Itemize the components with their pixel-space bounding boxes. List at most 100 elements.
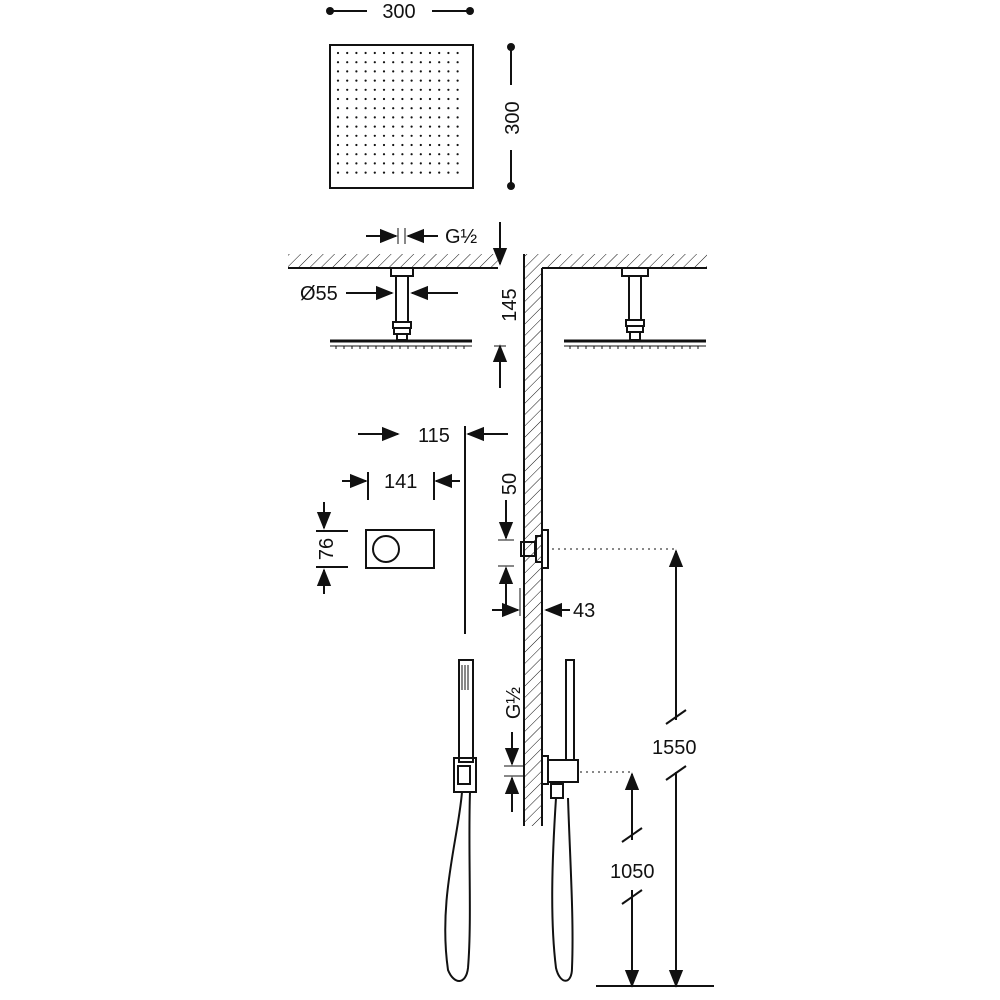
outlet-height-label: 1050: [610, 861, 655, 883]
nozzle-dot: [456, 79, 459, 82]
nozzle-dot: [438, 162, 441, 165]
nozzle-dot: [401, 125, 404, 128]
nozzle-dot: [438, 134, 441, 137]
nozzle-dot: [401, 79, 404, 82]
plate-width-dimension: 141: [342, 471, 460, 500]
nozzle-dot: [382, 125, 386, 128]
control-height-label: 1550: [652, 737, 697, 759]
outlet-thread-label: G½: [503, 687, 525, 720]
nozzle-dot: [401, 134, 404, 137]
nozzle-dot: [392, 51, 395, 55]
nozzle-dot: [364, 125, 367, 128]
nozzle-dot: [401, 162, 404, 165]
nozzle-dot: [447, 143, 450, 147]
nozzle-dot: [392, 143, 395, 147]
nozzle-dot: [438, 88, 441, 91]
nozzle-dot: [428, 143, 432, 147]
nozzle-dot: [428, 97, 432, 101]
plate-height-dimension: 76: [316, 502, 348, 594]
nozzle-dot: [336, 134, 340, 137]
head-edge-nozzles-left: [335, 346, 465, 349]
nozzle-dot: [447, 88, 450, 91]
nozzle-dot: [438, 79, 441, 82]
nozzle-dot: [373, 171, 376, 174]
ceiling-wall: [288, 254, 707, 826]
nozzle-dot: [456, 143, 459, 147]
nozzle-dot: [373, 61, 376, 64]
nozzle-dot: [447, 153, 450, 156]
control-height-dimension: 1550: [652, 549, 697, 988]
nozzle-dot: [364, 116, 367, 119]
nozzle-dot: [447, 107, 450, 110]
ceiling-arm-right: [564, 267, 706, 349]
nozzle-dot: [419, 162, 422, 165]
nozzle-dot: [428, 51, 432, 55]
nozzle-dot: [428, 171, 432, 174]
nozzle-dot: [456, 51, 459, 55]
nozzle-dot: [336, 171, 340, 174]
nozzle-dot: [364, 107, 367, 110]
outlet-thread-dimension: G½: [503, 687, 525, 812]
control-plate-front: [365, 529, 435, 569]
nozzle-dot: [373, 97, 376, 101]
nozzle-dot: [382, 162, 386, 165]
nozzle-dot: [419, 143, 422, 147]
nozzle-dot: [355, 153, 358, 156]
plate-depth-dimension: 43: [492, 588, 595, 622]
nozzle-dot: [410, 70, 413, 73]
outlet-height-dimension: 1050: [610, 772, 655, 988]
nozzle-dot: [346, 134, 349, 137]
nozzle-dot: [336, 88, 340, 91]
nozzle-dot: [419, 61, 422, 64]
nozzle-dot: [336, 162, 340, 165]
nozzle-dot: [382, 116, 386, 119]
nozzle-dot: [401, 107, 404, 110]
hand-shower-side: [541, 659, 579, 982]
plate-width-label: 141: [384, 471, 417, 493]
nozzle-dot: [419, 51, 422, 55]
nozzle-dot: [346, 97, 349, 101]
nozzle-dot: [447, 116, 450, 119]
nozzle-dot: [373, 70, 376, 73]
nozzle-dot: [456, 116, 459, 119]
nozzle-dot: [382, 134, 386, 137]
nozzle-dot: [428, 162, 432, 165]
nozzle-dot: [382, 51, 386, 55]
nozzle-dot: [447, 171, 450, 174]
nozzle-dot: [401, 97, 404, 101]
nozzle-dot: [438, 61, 441, 64]
nozzle-dot: [447, 61, 450, 64]
head-width-dimension: 300: [326, 1, 474, 23]
nozzle-dot: [355, 116, 358, 119]
nozzle-dot: [392, 134, 395, 137]
ceiling-arm-left: [330, 267, 472, 349]
nozzle-dot: [419, 70, 422, 73]
nozzle-dot: [364, 88, 367, 91]
nozzle-dot: [392, 171, 395, 174]
nozzle-dot: [336, 125, 340, 128]
nozzle-dot: [364, 143, 367, 147]
nozzle-dot: [346, 153, 349, 156]
nozzle-dot: [456, 61, 459, 64]
nozzle-dot: [447, 162, 450, 165]
nozzle-dot: [392, 70, 395, 73]
nozzle-dot: [438, 107, 441, 110]
nozzle-dot: [382, 171, 386, 174]
nozzle-dot: [428, 70, 432, 73]
nozzle-dot: [346, 79, 349, 82]
nozzle-dot: [410, 79, 413, 82]
nozzle-dot: [410, 134, 413, 137]
nozzle-dot: [382, 97, 386, 101]
nozzle-dot: [447, 79, 450, 82]
nozzle-dot: [355, 162, 358, 165]
nozzle-dot: [410, 51, 413, 55]
nozzle-dot: [401, 70, 404, 73]
nozzle-dot: [401, 116, 404, 119]
head-edge-nozzles-right: [569, 346, 699, 349]
arm-diameter-label: Ø55: [300, 283, 338, 305]
nozzle-dot: [382, 79, 386, 82]
nozzle-dot: [456, 125, 459, 128]
nozzle-dot: [456, 88, 459, 91]
nozzle-dot: [447, 51, 450, 55]
